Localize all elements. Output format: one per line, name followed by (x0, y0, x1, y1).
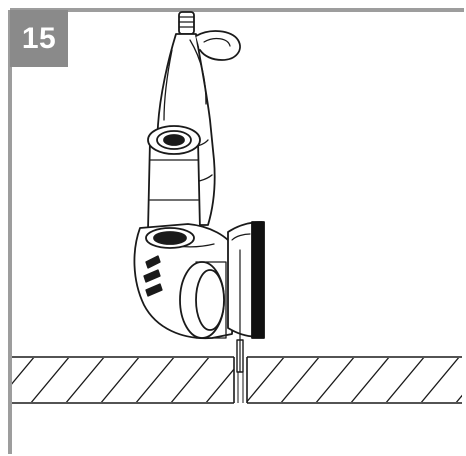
panel-frame (8, 8, 464, 454)
step-number: 15 (21, 21, 57, 55)
hatch-right (247, 358, 462, 402)
angle-grinder-icon (133, 11, 265, 373)
side-handle (147, 125, 201, 239)
top-handle-loop (195, 30, 241, 61)
step-badge: 15 (10, 10, 68, 67)
cord-strain-relief (178, 11, 195, 35)
hatch-left (12, 358, 234, 402)
workpiece-slab (12, 356, 462, 404)
vent-slots (143, 255, 163, 297)
step-badge-bg (10, 10, 68, 67)
